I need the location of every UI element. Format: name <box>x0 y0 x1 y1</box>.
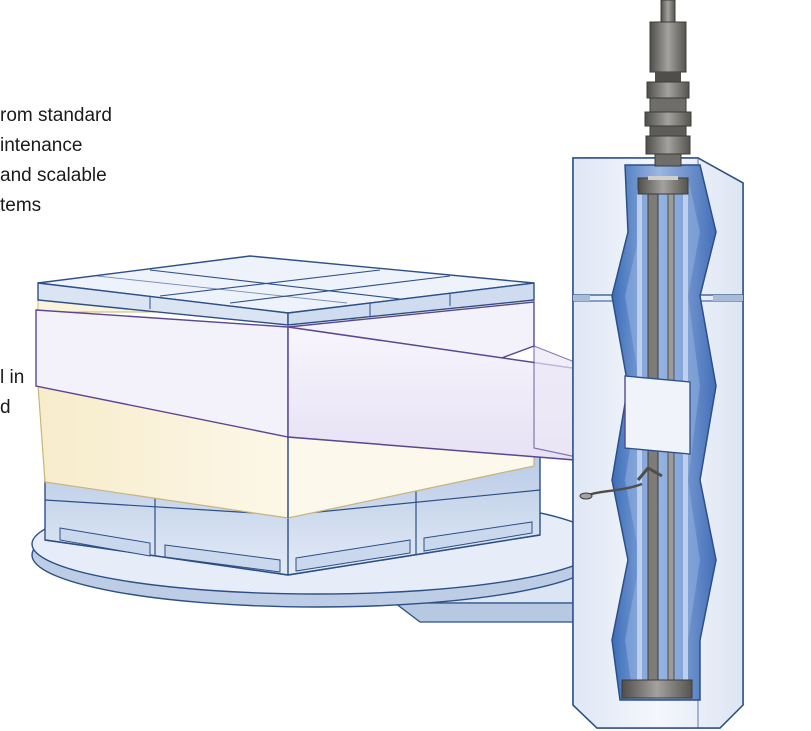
caption-middle-line-1: l in <box>0 367 25 388</box>
caption-middle: l in d <box>0 363 24 423</box>
caption-top-line-2: intenance <box>0 135 83 156</box>
caption-top: rom standard intenance and scalable tems <box>0 101 112 221</box>
screw-end-blocks <box>621 176 693 699</box>
caption-top-line-1: rom standard <box>0 105 112 126</box>
caption-top-line-3: and scalable <box>0 165 107 186</box>
caption-middle-line-2: d <box>0 397 11 418</box>
carriage-bracket <box>579 375 691 500</box>
top-layer-cartons <box>37 255 535 326</box>
caption-top-line-4: tems <box>0 195 42 216</box>
drive-motor <box>644 0 692 167</box>
